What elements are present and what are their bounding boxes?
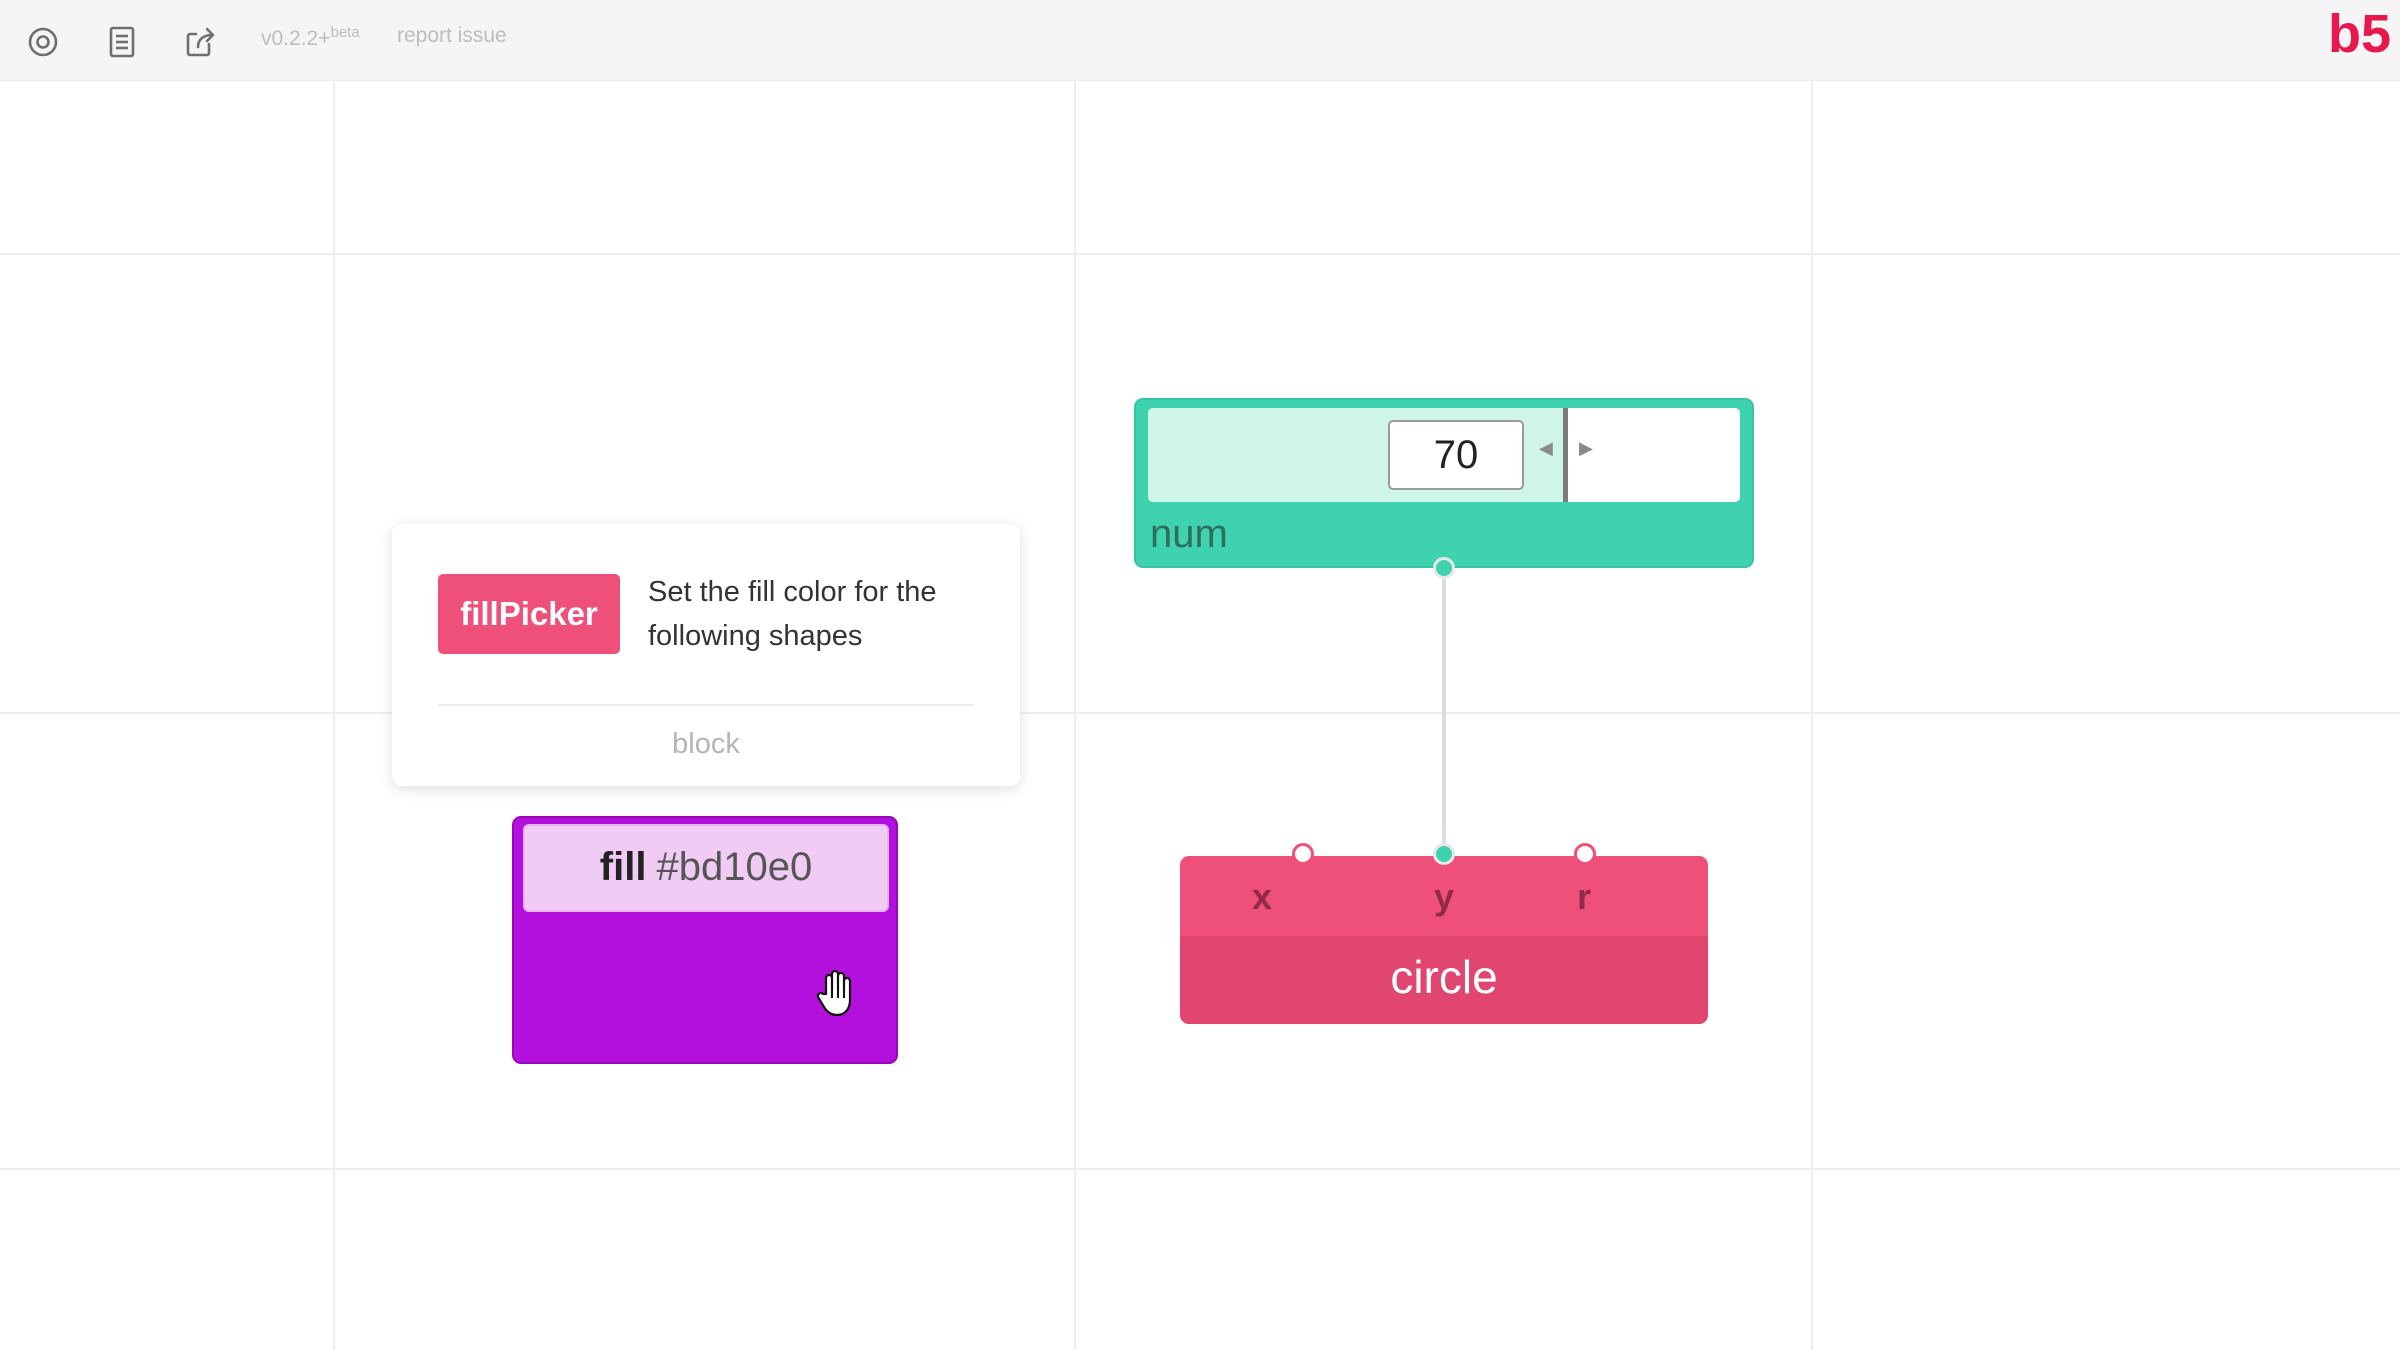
version-label: v0.2.2+beta <box>261 24 360 51</box>
port-label-y: y <box>1433 876 1455 917</box>
version-tag: beta <box>330 24 360 41</box>
grid-line <box>0 1168 2400 1170</box>
connection-wire[interactable] <box>1442 568 1446 856</box>
logo-text: b5 <box>2328 4 2390 64</box>
view-icon[interactable] <box>21 20 65 64</box>
decrement-arrow-icon[interactable]: ◀ <box>1539 438 1553 458</box>
document-icon[interactable] <box>100 20 144 64</box>
num-slider[interactable]: ◀ ▶ <box>1148 408 1740 502</box>
block-canvas[interactable] <box>0 80 2400 1350</box>
grid-line <box>1074 80 1076 1350</box>
circle-input-port-y[interactable] <box>1433 843 1455 865</box>
fill-keyword: fill <box>599 845 647 889</box>
grid-line <box>0 253 2400 255</box>
fill-color-picker[interactable]: fill#bd10e0 <box>523 824 889 912</box>
port-label-x: x <box>1251 876 1273 917</box>
tooltip-divider <box>438 704 974 706</box>
num-value-input[interactable] <box>1388 420 1524 490</box>
increment-arrow-icon[interactable]: ▶ <box>1579 438 1593 458</box>
circle-input-port-x[interactable] <box>1292 843 1314 865</box>
fill-color-value: #bd10e0 <box>656 845 813 889</box>
grid-line <box>0 712 2400 714</box>
grid-line <box>333 80 335 1350</box>
num-output-port[interactable] <box>1433 557 1455 579</box>
report-issue-link[interactable]: report issue <box>397 24 507 47</box>
circle-input-port-r[interactable] <box>1574 843 1596 865</box>
circle-block-title: circle <box>1180 936 1708 1024</box>
num-block-label: num <box>1150 512 1228 556</box>
fill-block[interactable]: fill#bd10e0 <box>512 816 898 1064</box>
version-number: v0.2.2+ <box>261 27 331 50</box>
b5-logo[interactable]: b5 <box>2328 4 2390 66</box>
circle-block[interactable]: x y r circle <box>1180 856 1708 1024</box>
grid-line <box>1811 80 1813 1350</box>
num-slider-handle[interactable] <box>1563 408 1568 502</box>
port-label-r: r <box>1576 876 1591 917</box>
tooltip-type: block <box>672 728 740 760</box>
tooltip-block-name: fillPicker <box>438 574 620 654</box>
tooltip-description: Set the fill color for the following sha… <box>648 576 937 652</box>
hand-cursor-icon <box>816 969 852 1017</box>
share-icon[interactable] <box>179 20 223 64</box>
top-toolbar: v0.2.2+beta report issue b5 <box>0 0 2400 81</box>
num-block[interactable]: ◀ ▶ num <box>1134 398 1754 568</box>
block-tooltip: fillPicker Set the fill color for the fo… <box>392 524 1020 786</box>
